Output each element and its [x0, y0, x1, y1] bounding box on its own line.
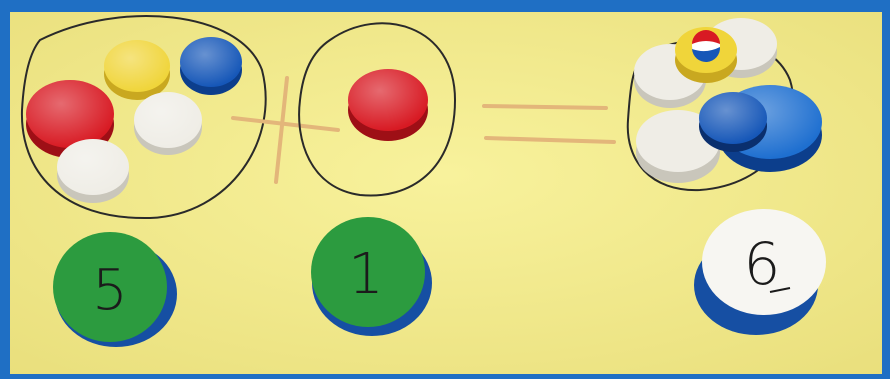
number-label-first: 5	[92, 258, 128, 323]
bottle-cap-white	[57, 139, 129, 203]
bottle-cap-blue	[180, 37, 242, 95]
bottle-cap-yellow	[675, 27, 737, 83]
number-label-second: 1	[348, 242, 384, 307]
bottle-cap-white	[134, 92, 202, 155]
logo-icon	[692, 30, 720, 62]
number-label-result: 6	[744, 230, 781, 298]
bottle-cap-red	[348, 69, 428, 141]
bottle-cap-yellow	[104, 40, 170, 100]
bottle-cap-blue	[699, 92, 767, 152]
